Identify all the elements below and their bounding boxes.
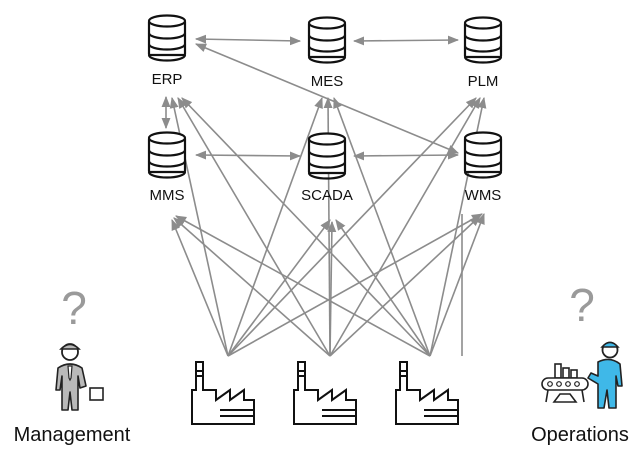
role-label-operations: Operations: [531, 424, 629, 446]
factory-icon: [191, 361, 255, 425]
system-label-erp: ERP: [152, 71, 183, 88]
management-persona: ? Management: [14, 282, 131, 446]
manager-person-icon: [55, 343, 104, 411]
system-node-scada: SCADA: [301, 132, 353, 204]
system-node-mes: MES: [307, 16, 347, 90]
system-node-wms: WMS: [463, 131, 503, 204]
database-icon: [147, 131, 187, 179]
database-icon: [307, 132, 347, 180]
system-node-erp: ERP: [147, 14, 187, 88]
database-icon: [463, 16, 503, 64]
role-label-management: Management: [14, 424, 131, 446]
database-icon: [147, 14, 187, 62]
question-mark: ?: [569, 279, 595, 331]
operator-person-icon: [541, 341, 623, 409]
system-node-plm: PLM: [463, 16, 503, 90]
question-mark: ?: [61, 282, 87, 334]
database-icon: [307, 16, 347, 64]
system-node-mms: MMS: [147, 131, 187, 204]
system-label-wms: WMS: [465, 187, 502, 204]
factory-icon: [293, 361, 357, 425]
database-icon: [463, 131, 503, 179]
system-label-scada: SCADA: [301, 187, 353, 204]
operations-persona: ? Operations: [531, 279, 629, 446]
system-label-plm: PLM: [468, 73, 499, 90]
system-label-mes: MES: [311, 73, 344, 90]
system-label-mms: MMS: [150, 187, 185, 204]
factory-icon: [395, 361, 459, 425]
